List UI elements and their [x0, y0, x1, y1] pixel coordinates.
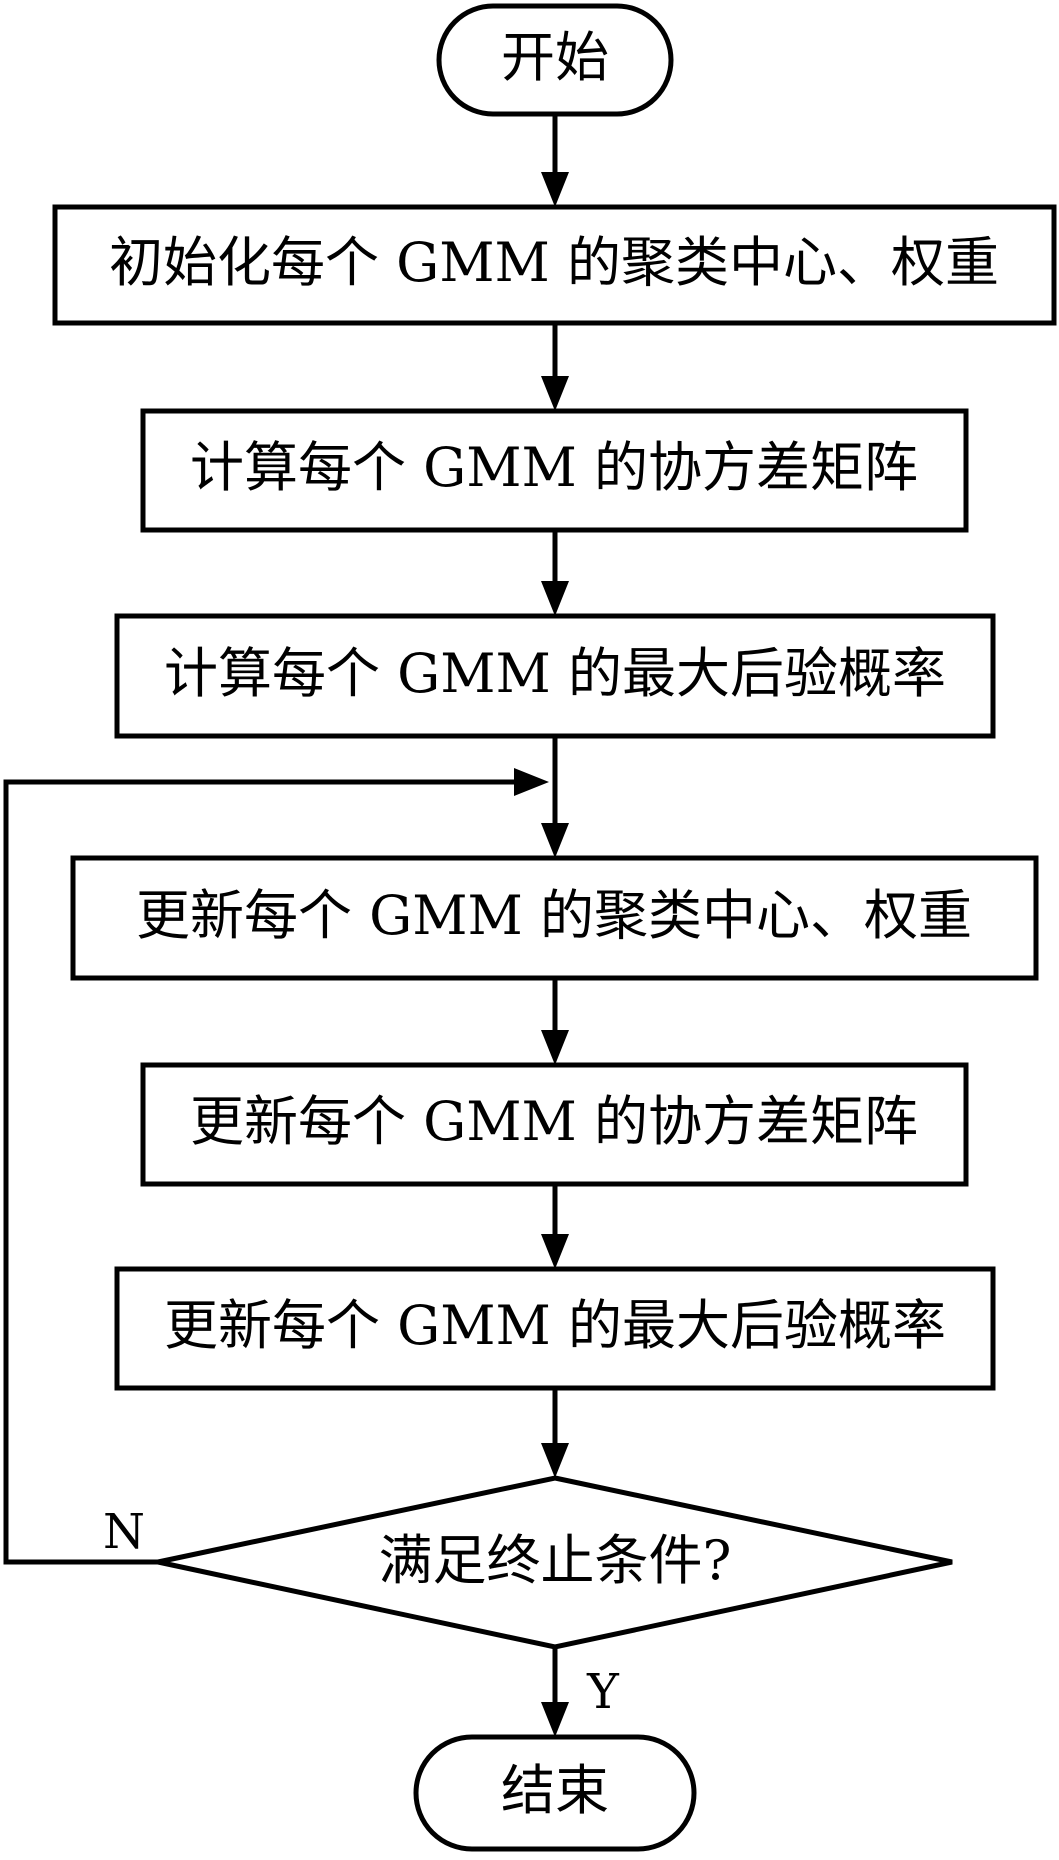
start-node: 开始 — [436, 3, 674, 117]
arrowhead — [541, 1443, 569, 1478]
step-3-label: 计算每个 GMM 的最大后验概率 — [164, 642, 946, 705]
step-2: 计算每个 GMM 的协方差矩阵 — [140, 408, 969, 533]
yes-branch-label: Y — [586, 1664, 620, 1720]
arrowhead — [541, 1702, 569, 1737]
step-4: 更新每个 GMM 的聚类中心、权重 — [70, 855, 1039, 981]
connectors — [3, 114, 569, 1737]
step-1-label: 初始化每个 GMM 的聚类中心、权重 — [109, 231, 999, 294]
process-box — [140, 1062, 969, 1187]
loop-back-line — [3, 779, 514, 1565]
decision-diamond — [157, 1475, 953, 1650]
step-6-label: 更新每个 GMM 的最大后验概率 — [164, 1294, 946, 1357]
process-box — [140, 408, 969, 533]
step-6: 更新每个 GMM 的最大后验概率 — [114, 1266, 996, 1391]
process-box — [70, 855, 1039, 981]
arrowhead — [541, 581, 569, 616]
arrowhead — [541, 1234, 569, 1269]
step-1: 初始化每个 GMM 的聚类中心、权重 — [52, 204, 1057, 326]
end-terminator — [413, 1734, 697, 1852]
process-box — [114, 1266, 996, 1391]
arrowhead — [541, 1030, 569, 1065]
step-5-label: 更新每个 GMM 的协方差矩阵 — [190, 1090, 918, 1153]
no-branch-label: N — [103, 1504, 145, 1560]
step-3: 计算每个 GMM 的最大后验概率 — [114, 613, 996, 739]
start-label: 开始 — [501, 26, 609, 89]
arrowhead — [541, 823, 569, 858]
process-box — [114, 613, 996, 739]
end-label: 结束 — [501, 1759, 609, 1822]
step-2-label: 计算每个 GMM 的协方差矩阵 — [190, 436, 918, 499]
process-box — [52, 204, 1057, 326]
arrowhead — [541, 172, 569, 207]
start-terminator — [436, 3, 674, 117]
step-5: 更新每个 GMM 的协方差矩阵 — [140, 1062, 969, 1187]
arrowhead — [541, 376, 569, 411]
loop-back-arrowhead — [514, 768, 549, 796]
decision-node: 满足终止条件? — [157, 1475, 953, 1650]
end-node: 结束 — [413, 1734, 697, 1852]
decision-label: 满足终止条件? — [379, 1529, 732, 1592]
step-4-label: 更新每个 GMM 的聚类中心、权重 — [136, 884, 972, 947]
